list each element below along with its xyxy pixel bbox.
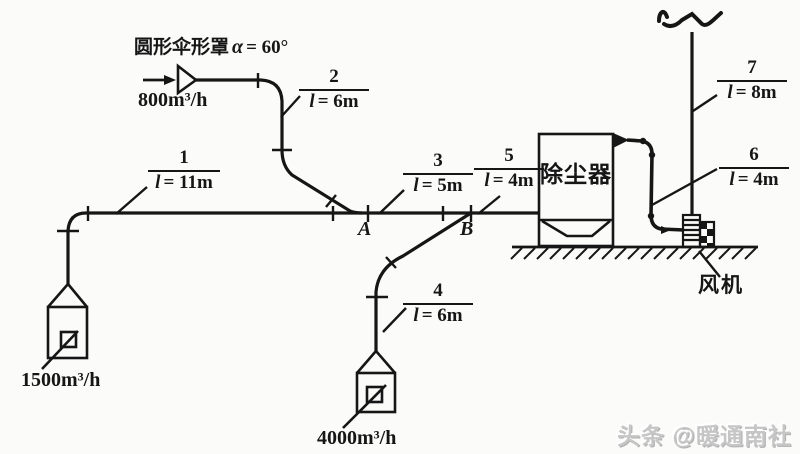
dust-collector-label: 除尘器 xyxy=(540,161,612,187)
branch-duct-4000 xyxy=(374,211,472,351)
collector-outlet-transition xyxy=(613,133,629,148)
ground-hatching xyxy=(510,247,757,260)
label-leader-lines xyxy=(115,94,721,333)
flange-dot xyxy=(639,137,647,145)
hood-1500-symbol xyxy=(41,283,89,370)
segment-label-4: 4 l= 6m xyxy=(403,280,473,327)
point-b-label: B xyxy=(460,218,474,240)
duct-joint-ticks xyxy=(57,73,473,299)
hood-title-alpha: α xyxy=(232,36,244,58)
segment-label-1: 1 l= 11m xyxy=(148,147,220,194)
segment-label-5: 5 l= 4m xyxy=(474,145,544,192)
stack-break-squiggle xyxy=(657,9,723,29)
fan-label: 风机 xyxy=(698,274,744,297)
umbrella-hood-symbol xyxy=(176,63,199,96)
point-a-label: A xyxy=(358,218,372,240)
segment-label-7: 7 l= 8m xyxy=(717,57,787,104)
segment-label-2: 2 l= 6m xyxy=(299,66,369,113)
dust-collector-box xyxy=(537,132,615,248)
branch-duct-1500 xyxy=(66,211,87,284)
flange-dot xyxy=(648,151,656,159)
ground-line xyxy=(510,245,758,260)
hood-4000-symbol xyxy=(342,350,397,429)
flow-rate-4000: 4000m³/h xyxy=(317,427,397,449)
flow-rate-800: 800m³/h xyxy=(138,89,208,111)
flow-rate-1500: 1500m³/h xyxy=(21,369,101,391)
fan-symbol xyxy=(681,213,716,249)
dust-collector-hopper xyxy=(541,219,611,238)
hood-title-text: 圆形伞形罩 xyxy=(134,37,230,58)
branch-duct-800 xyxy=(196,78,363,215)
segment-label-3: 3 l= 5m xyxy=(403,150,473,197)
inlet-arrow-icon xyxy=(143,75,176,85)
flange-dot xyxy=(647,212,655,220)
collector-to-fan-pipe xyxy=(626,137,685,234)
segment-label-6: 6 l= 4m xyxy=(719,144,789,191)
watermark: 头条 @暖通南社 xyxy=(617,423,792,449)
hood-title-angle: = 60° xyxy=(246,37,289,58)
flow-arrowhead xyxy=(661,226,671,234)
